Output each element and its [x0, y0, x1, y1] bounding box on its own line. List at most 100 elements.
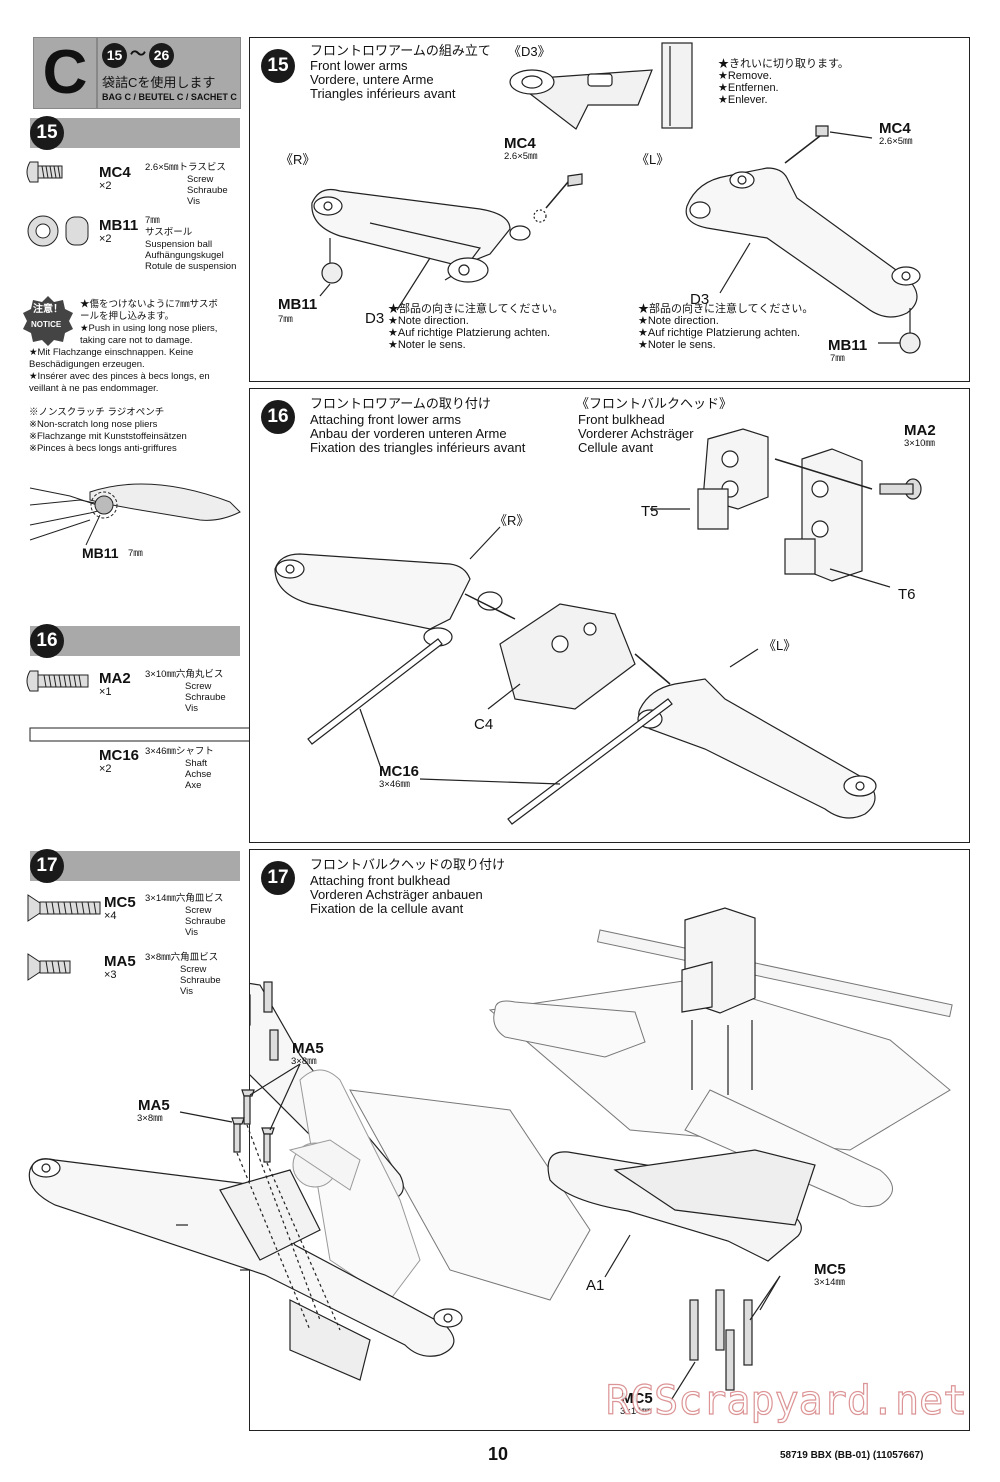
ma2-desc-1: Screw: [185, 681, 212, 692]
p15-mb11-a-size: 7㎜: [278, 314, 293, 325]
notice-line-1: ★傷をつけないように7㎜サスボ: [80, 299, 218, 310]
mc16-size: 3×46㎜シャフト: [145, 746, 214, 757]
mb11-desc-3: Aufhängungskugel: [145, 250, 224, 261]
p15-title-en: Front lower arms: [310, 58, 408, 73]
p17-title-jp: フロントバルクヘッドの取り付け: [310, 857, 506, 872]
bag-jp: 袋詰Cを使用します: [102, 75, 216, 90]
step-16-badge: 16: [30, 624, 64, 658]
p17-title-fr: Fixation de la cellule avant: [310, 901, 464, 916]
p15-note-b-4: ★Noter le sens.: [638, 339, 716, 351]
mb11-code: MB11: [99, 217, 139, 234]
page-number: 10: [488, 1444, 509, 1464]
step-to-badge: 26: [149, 43, 174, 68]
p15-note-a-3: ★Auf richtige Platzierung achten.: [388, 327, 551, 339]
p15-d3-label: 《D3》: [508, 44, 551, 59]
ma5-screw-icon: [27, 953, 71, 981]
watermark: RCScrapyard.net: [605, 1377, 968, 1424]
p15-mc4-b-size: 2.6×5㎜: [879, 136, 913, 147]
mc4-size: 2.6×5㎜トラスビス: [145, 162, 226, 173]
p16-bulk-jp: 《フロントバルクヘッド》: [576, 396, 733, 411]
p16-bulk-fr: Cellule avant: [578, 440, 654, 455]
mc5-code: MC5: [104, 894, 136, 911]
step-16-bar: [30, 626, 240, 656]
p15-remove-de: ★Entfernen.: [718, 82, 779, 94]
p15-mc4-b: MC4: [879, 120, 911, 137]
mc16-desc-1: Shaft: [185, 758, 208, 769]
section-letter: C: [42, 38, 88, 107]
p15-note-a-4: ★Noter le sens.: [388, 339, 466, 351]
step-15-main-badge: 15: [261, 49, 295, 83]
notice-line-7: ★Insérer avec des pinces à becs longs, e…: [29, 371, 210, 382]
ma5-qty: ×3: [104, 969, 117, 981]
step-15-panel: 15 フロントロワアームの組み立て Front lower arms Vorde…: [249, 37, 970, 382]
ma2-desc-2: Schraube: [185, 692, 226, 703]
ma2-desc-3: Vis: [185, 703, 199, 714]
p17-ma5-top: MA5: [292, 1040, 324, 1057]
step-17-main-badge: 17: [261, 861, 295, 895]
p15-d3-b: D3: [690, 291, 710, 308]
notice-line-8: veillant à ne pas endommager.: [29, 383, 159, 394]
p16-title-en: Attaching front lower arms: [310, 412, 462, 427]
p16-title-fr: Fixation des triangles inférieurs avant: [310, 440, 526, 455]
plier-mb11-label: MB11: [82, 545, 119, 561]
ma5-desc-2: Schraube: [180, 975, 221, 986]
p16-title-de: Anbau der vorderen unteren Arme: [310, 426, 507, 441]
p17-title-de: Vorderen Achsträger anbauen: [310, 887, 483, 902]
plier-mb11-size: 7㎜: [128, 548, 143, 559]
plier-line-2: ※Non-scratch long nose pliers: [29, 419, 158, 430]
ma5-desc-1: Screw: [180, 964, 207, 975]
ma5-desc-3: Vis: [180, 986, 194, 997]
p15-l-label: 《L》: [636, 152, 670, 167]
mb11-desc-2: Suspension ball: [145, 239, 213, 250]
ma5-code: MA5: [104, 953, 136, 970]
p17-mc5-b: MC5: [621, 1390, 653, 1407]
p15-note-b-1: ★部品の向きに注意してください。: [638, 303, 814, 315]
step-16-illustration: [274, 428, 922, 825]
bag-info-box: 15 ～ 26 袋詰Cを使用します BAG C / BEUTEL C / SAC…: [97, 37, 241, 109]
step-15-badge: 15: [30, 116, 64, 150]
p17-title-en: Attaching front bulkhead: [310, 873, 451, 888]
p15-remove-jp: ★きれいに切り取ります。: [718, 58, 849, 70]
p17-ma5-left: MA5: [138, 1097, 170, 1114]
pliers-illustration: [29, 483, 241, 546]
p15-title-de: Vordere, untere Arme: [310, 72, 434, 87]
step-16-main-badge: 16: [261, 400, 295, 434]
notice-badge-jp: 注意！: [33, 304, 63, 315]
p15-r-label: 《R》: [280, 152, 316, 167]
mc4-screw-icon: [26, 161, 63, 183]
ma2-screw-icon: [26, 670, 89, 692]
mc4-code: MC4: [99, 164, 131, 181]
bag-multilang: BAG C / BEUTEL C / SACHET C: [102, 92, 237, 102]
p17-mc5-r: MC5: [814, 1261, 846, 1278]
p17-mc5-r-size: 3×14㎜: [814, 1277, 845, 1288]
p16-c4: C4: [474, 716, 494, 733]
p16-t5: T5: [641, 503, 659, 520]
mc5-qty: ×4: [104, 910, 117, 922]
p16-mc16: MC16: [379, 763, 420, 780]
p15-title-jp: フロントロワアームの組み立て: [310, 43, 491, 58]
p15-mb11-b: MB11: [828, 337, 868, 354]
step-15-illustration: [311, 42, 921, 354]
p15-note-a-1: ★部品の向きに注意してください。: [388, 303, 564, 315]
p15-mc4-a: MC4: [504, 135, 536, 152]
p17-mc5-b-size: 3×14㎜: [620, 1406, 651, 1417]
notice-icon: [23, 296, 73, 346]
p15-note-b-3: ★Auf richtige Platzierung achten.: [638, 327, 801, 339]
p15-mb11-b-size: 7㎜: [830, 353, 845, 364]
ma2-code: MA2: [99, 670, 131, 687]
mc5-desc-1: Screw: [185, 905, 212, 916]
p15-note-a-2: ★Note direction.: [388, 315, 469, 327]
ma2-size: 3×10㎜六角丸ビス: [145, 669, 224, 680]
mc4-desc-1: Screw: [187, 174, 214, 185]
ma2-qty: ×1: [99, 686, 112, 698]
notice-badge-en: NOTICE: [31, 320, 62, 329]
mb11-desc-4: Rotule de suspension: [145, 261, 237, 272]
p16-bulk-de: Vorderer Achsträger: [578, 426, 694, 441]
step-17-bar: [30, 851, 240, 881]
notice-line-5: ★Mit Flachzange einschnappen. Keine: [29, 347, 194, 358]
plier-line-3: ※Flachzange mit Kunststoffeinsätzen: [29, 431, 187, 442]
mc5-size: 3×14㎜六角皿ビス: [145, 893, 224, 904]
mc16-desc-3: Axe: [185, 780, 202, 791]
